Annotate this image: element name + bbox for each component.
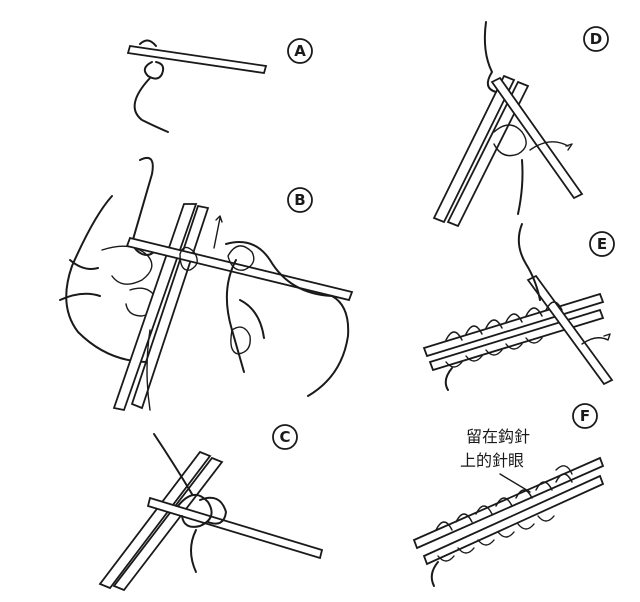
hook-tip — [139, 39, 157, 47]
step-label-b: B — [294, 191, 305, 209]
yarn-tail — [133, 77, 169, 133]
step-e-illustration — [422, 223, 614, 391]
step-label-e: E — [597, 235, 607, 253]
knitting-needle-horizontal-2 — [422, 474, 605, 566]
step-badge-d: D — [583, 26, 609, 52]
step-f-illustration — [412, 456, 605, 587]
step-label-d: D — [590, 30, 602, 48]
step-badge-a: A — [287, 38, 313, 64]
step-a-illustration — [126, 39, 268, 133]
step-label-f: F — [580, 407, 590, 425]
step-badge-e: E — [589, 231, 615, 257]
annotation-line-1: 留在鈎針 — [466, 427, 530, 446]
step-b-illustration — [59, 156, 354, 412]
yarn-tail — [190, 529, 197, 573]
yarn-strand-top — [517, 223, 541, 301]
cast-on-stitch-bottoms — [445, 337, 543, 368]
step-badge-c: C — [272, 424, 298, 450]
annotation-line-2: 上的針眼 — [460, 451, 524, 470]
knitting-needle — [490, 76, 584, 200]
crochet-hook-1 — [432, 74, 516, 224]
yarn-loop — [179, 246, 198, 271]
step-label-c: C — [279, 428, 290, 446]
yarn-tail — [444, 367, 453, 391]
knitting-needle-horizontal — [146, 496, 324, 560]
remaining-loop — [555, 465, 573, 475]
yarn-strand-top — [153, 433, 193, 495]
yarn-strand — [146, 329, 151, 411]
cast-on-stitches — [445, 301, 563, 341]
step-c-illustration — [98, 433, 324, 592]
crochet-hook-vertical-2 — [112, 456, 224, 592]
step-d-illustration — [432, 21, 584, 228]
yarn-loops — [177, 494, 227, 528]
yarn-tail — [430, 561, 439, 587]
crochet-hook — [126, 44, 268, 75]
cast-on-stitch-bottoms — [437, 515, 555, 562]
step-badge-f: F — [572, 403, 598, 429]
left-hand-finger — [101, 245, 153, 285]
knitting-needle-horizontal-2 — [428, 308, 605, 372]
step-badge-b: B — [287, 187, 313, 213]
crochet-hook-2 — [446, 80, 530, 228]
crochet-hook-vertical-1 — [98, 450, 212, 590]
knitting-needle-horizontal-1 — [412, 456, 605, 550]
yarn-strand-top — [483, 21, 497, 93]
direction-arrow — [529, 141, 573, 151]
right-hand-thumbnail — [230, 326, 251, 355]
direction-arrow — [581, 333, 611, 345]
knitting-needle-horizontal — [125, 236, 354, 302]
cast-on-stitches — [435, 473, 573, 531]
yarn-tail — [517, 159, 524, 215]
step-label-a: A — [294, 42, 306, 60]
annotation-leader-line — [499, 473, 531, 493]
slip-knot — [143, 61, 165, 80]
right-hand-fingernail — [227, 245, 255, 271]
crochet-hook-vertical-2 — [130, 204, 210, 410]
yarn-loop — [493, 124, 527, 157]
direction-arrow — [213, 215, 223, 249]
